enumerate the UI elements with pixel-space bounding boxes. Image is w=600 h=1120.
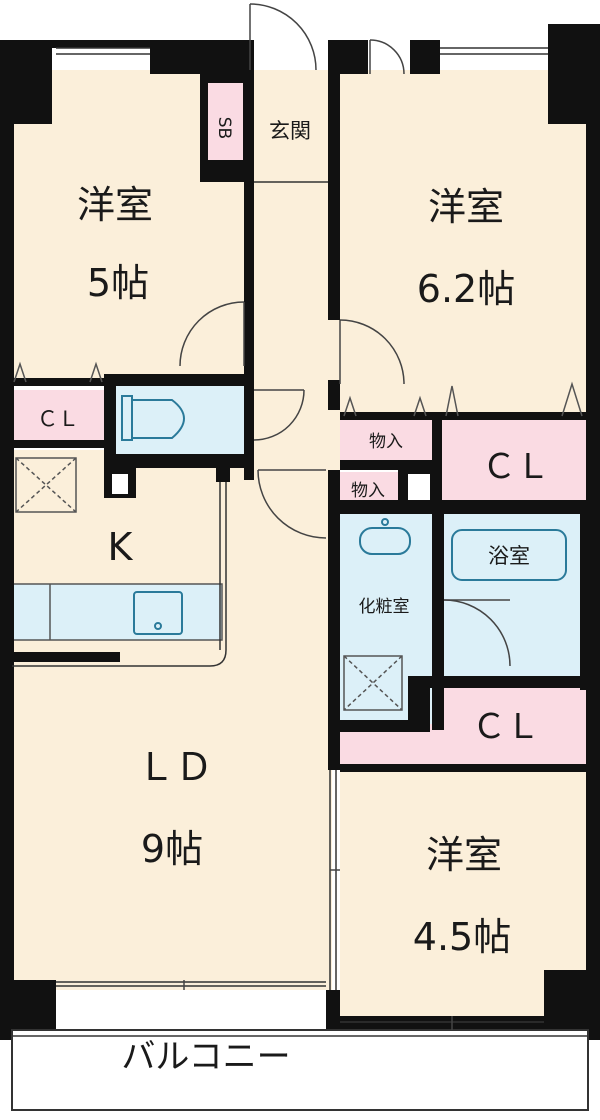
walls xyxy=(0,24,600,1040)
bath-label-box xyxy=(451,529,567,581)
toilet-icon xyxy=(121,395,185,441)
thin-lines xyxy=(12,47,548,1023)
closet-left-label: ＣＬ xyxy=(37,407,79,431)
balcony-label: バルコニー xyxy=(121,1037,290,1077)
storage-top-label: 物入 xyxy=(369,432,403,452)
vent-icon xyxy=(15,457,77,513)
bath-label: 浴室 xyxy=(488,544,530,568)
room-ld xyxy=(12,470,332,990)
closet-right-top xyxy=(440,420,588,504)
room-western-62 xyxy=(340,70,588,420)
labels: 洋室 5帖 洋室 6.2帖 SB 玄関 ＣＬ 物入 物入 ＣＬ K 浴室 化粧室… xyxy=(37,117,550,1077)
kitchen-label: K xyxy=(108,525,134,569)
kitchen-sink-icon xyxy=(133,591,183,635)
sink-icon xyxy=(359,518,411,555)
storage-top-area xyxy=(340,420,436,462)
closet-markers xyxy=(13,361,583,417)
toilet xyxy=(112,382,248,454)
room-western-62-name: 洋室 xyxy=(428,185,504,229)
closet-right-top-label: ＣＬ xyxy=(482,447,550,487)
shoe-box-label: SB xyxy=(214,117,234,139)
room-western-45-name: 洋室 xyxy=(426,833,502,877)
washroom-label: 化粧室 xyxy=(359,597,410,617)
door-swings xyxy=(179,3,511,1030)
closet-right-mid xyxy=(340,686,588,766)
room-western-62-size: 6.2帖 xyxy=(417,267,515,311)
vent-icon-washroom xyxy=(343,655,403,711)
room-western-5-size: 5帖 xyxy=(87,261,149,305)
room-western-45-size: 4.5帖 xyxy=(413,915,511,959)
room-ld-size: 9帖 xyxy=(141,827,203,871)
entrance-label: 玄関 xyxy=(269,119,311,143)
room-western-5-name: 洋室 xyxy=(77,183,153,227)
closet-left xyxy=(12,390,104,444)
room-ld-name: ＬＤ xyxy=(137,745,213,789)
storage-bottom-label: 物入 xyxy=(351,481,385,501)
balcony-area xyxy=(11,1029,589,1111)
kitchen-counter xyxy=(11,583,223,641)
closet-right-mid-label: ＣＬ xyxy=(472,707,540,747)
